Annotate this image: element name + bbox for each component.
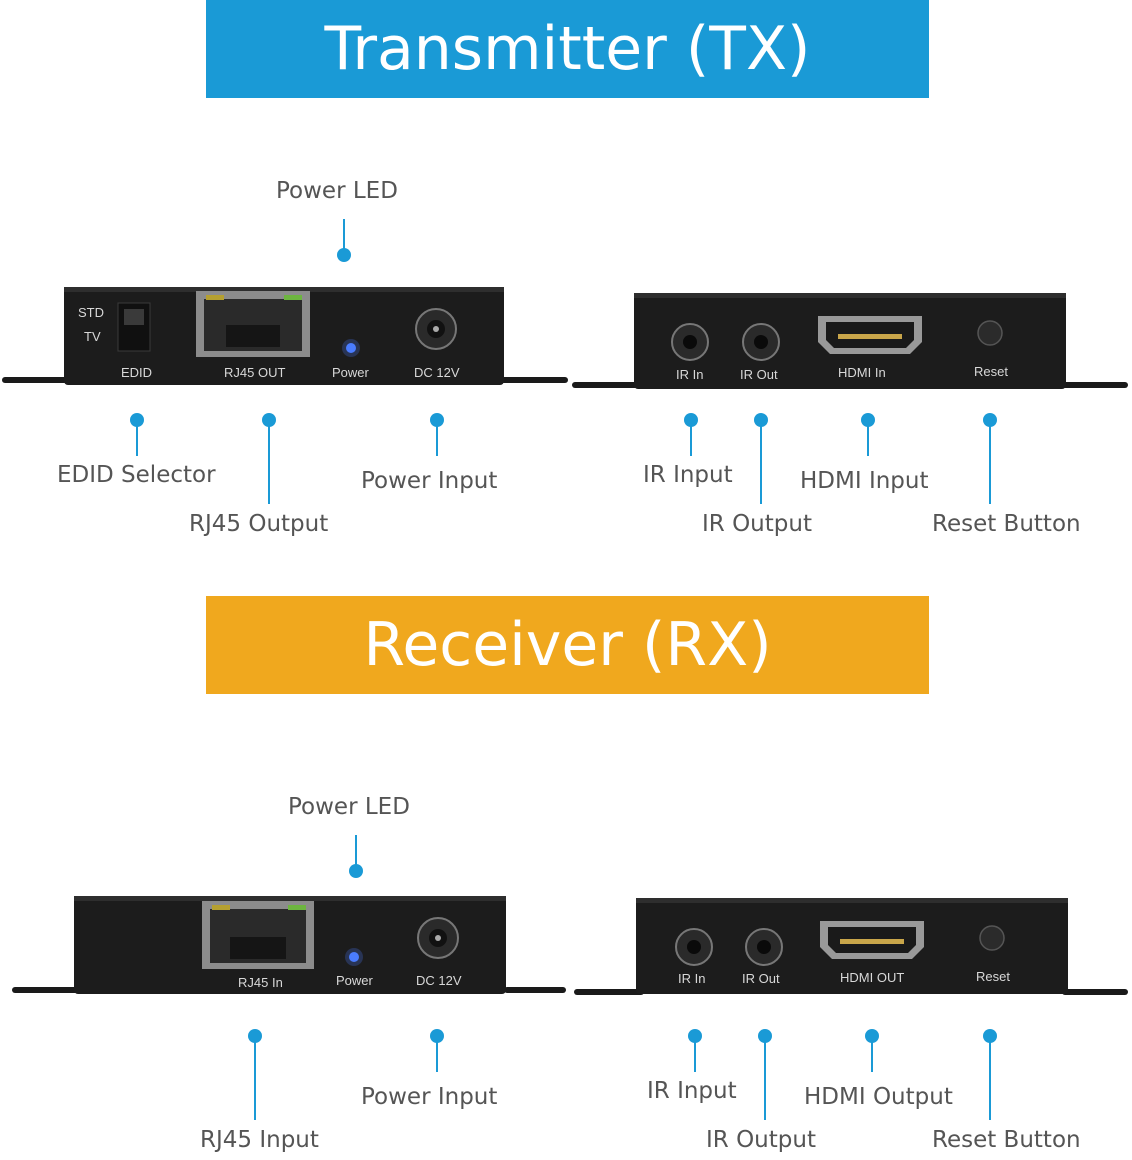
callout-line xyxy=(436,1036,438,1072)
rx-power-label: Power xyxy=(336,973,373,988)
tx-power-led-label: Power LED xyxy=(276,178,398,204)
callout-line xyxy=(136,420,138,456)
rx-rj45-in-label: RJ45 In xyxy=(238,975,283,990)
rx-dc-label: DC 12V xyxy=(416,973,462,988)
rx-reset-label: Reset xyxy=(976,969,1010,984)
callout-line xyxy=(989,1036,991,1120)
rx-hdmi-out-label: HDMI OUT xyxy=(840,970,905,985)
rx-ir-output-label: IR Output xyxy=(706,1127,816,1153)
rx-rj45-input-label: RJ45 Input xyxy=(200,1127,319,1153)
receiver-banner: Receiver (RX) xyxy=(206,596,929,694)
callout-line xyxy=(989,420,991,504)
tx-reset-button-label: Reset Button xyxy=(932,511,1081,537)
callout-line xyxy=(694,1036,696,1072)
rx-hdmi-output-label: HDMI Output xyxy=(804,1084,953,1110)
tx-ir-output-label: IR Output xyxy=(702,511,812,537)
tx-hdmi-input-label: HDMI Input xyxy=(800,468,929,494)
callout-line xyxy=(871,1036,873,1072)
tx-reset-label: Reset xyxy=(974,364,1008,379)
callout-line xyxy=(436,420,438,456)
rx-front-panel: RJ45 In Power DC 12V xyxy=(10,893,570,998)
tx-back-panel-drawing xyxy=(572,293,1128,389)
rx-ir-out-label: IR Out xyxy=(742,971,780,986)
tx-hdmi-in-label: HDMI In xyxy=(838,365,886,380)
rx-reset-button-label: Reset Button xyxy=(932,1127,1081,1153)
callout-line xyxy=(268,420,270,504)
callout-line xyxy=(355,835,357,871)
tx-ir-out-label: IR Out xyxy=(740,367,778,382)
tx-dc-label: DC 12V xyxy=(414,365,460,380)
rx-ir-in-label: IR In xyxy=(678,971,706,986)
tx-front-panel: STD TV EDID RJ45 OUT Power DC 12V xyxy=(0,285,570,390)
callout-line xyxy=(764,1036,766,1120)
tx-power-input-label: Power Input xyxy=(361,468,498,494)
callout-line xyxy=(690,420,692,456)
callout-dot xyxy=(337,248,351,262)
tx-ir-input-label: IR Input xyxy=(643,462,733,488)
tx-ir-in-label: IR In xyxy=(676,367,704,382)
rx-back-panel: IR In IR Out HDMI OUT Reset xyxy=(572,895,1132,1000)
callout-line xyxy=(867,420,869,456)
tx-edid-selector-label: EDID Selector xyxy=(57,462,216,488)
callout-dot xyxy=(349,864,363,878)
tx-front-panel-drawing xyxy=(2,287,568,385)
rx-front-panel-drawing xyxy=(12,896,566,994)
rx-power-led-label: Power LED xyxy=(288,794,410,820)
tx-tv-label: TV xyxy=(84,329,101,344)
transmitter-banner: Transmitter (TX) xyxy=(206,0,929,98)
tx-back-panel: IR In IR Out HDMI In Reset xyxy=(570,290,1132,395)
callout-line xyxy=(760,420,762,504)
tx-std-label: STD xyxy=(78,305,104,320)
rx-ir-input-label: IR Input xyxy=(647,1078,737,1104)
callout-line xyxy=(343,219,345,255)
rx-back-panel-drawing xyxy=(574,898,1128,995)
receiver-title: Receiver (RX) xyxy=(363,610,772,680)
callout-line xyxy=(254,1036,256,1120)
tx-rj45-output-label: RJ45 Output xyxy=(189,511,329,537)
tx-rj45-out-label: RJ45 OUT xyxy=(224,365,286,380)
tx-edid-label: EDID xyxy=(121,365,153,380)
transmitter-title: Transmitter (TX) xyxy=(324,14,811,84)
tx-power-label: Power xyxy=(332,365,369,380)
rx-power-input-label: Power Input xyxy=(361,1084,498,1110)
